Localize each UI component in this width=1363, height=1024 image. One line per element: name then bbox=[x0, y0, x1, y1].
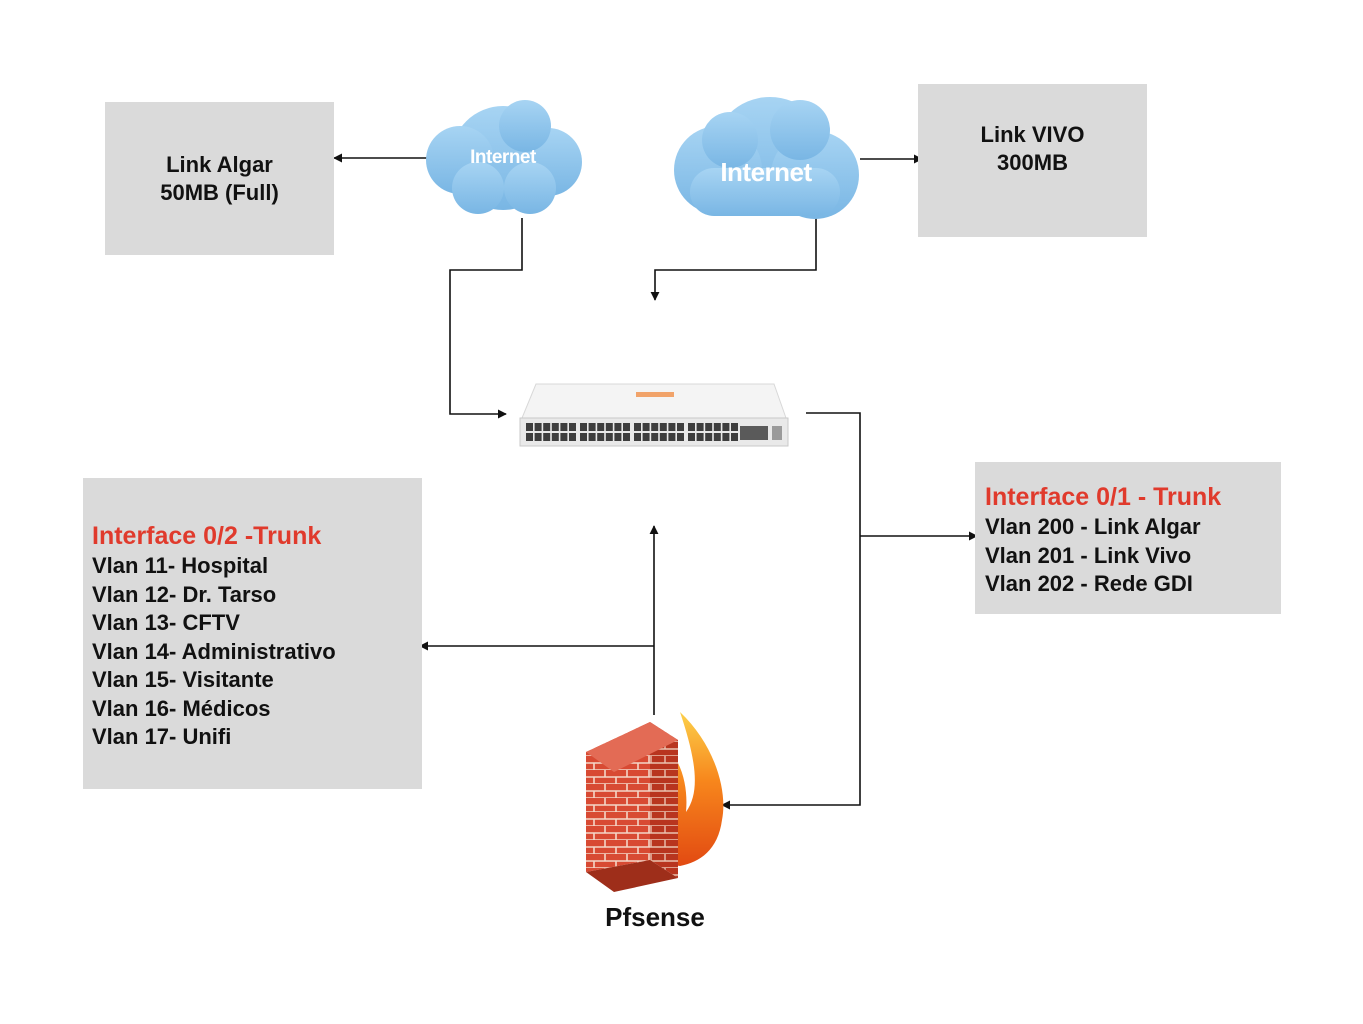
switch-port bbox=[634, 423, 641, 431]
switch-port bbox=[731, 423, 738, 431]
switch-port bbox=[605, 423, 613, 431]
switch-port bbox=[659, 423, 667, 431]
switch-port bbox=[526, 433, 533, 441]
switch-port bbox=[696, 433, 704, 441]
vlan-list-item: Vlan 200 - Link Algar bbox=[985, 514, 1201, 539]
switch-port bbox=[722, 423, 730, 431]
vlan-list-item: Vlan 13- CFTV bbox=[92, 610, 240, 635]
vlan-list-item: Vlan 201 - Link Vivo bbox=[985, 542, 1192, 568]
switch-port bbox=[597, 433, 605, 441]
switch-port bbox=[588, 423, 596, 431]
vlan-list-item: Vlan 16- Médicos bbox=[92, 695, 271, 721]
switch-port bbox=[713, 433, 721, 441]
connector-switch-to-pfsense bbox=[721, 412, 861, 810]
cloud-icon bbox=[426, 100, 582, 214]
switch-port bbox=[651, 433, 659, 441]
switch-port bbox=[668, 433, 676, 441]
vlan-list-item: Vlan 12- Dr. Tarso bbox=[92, 581, 277, 607]
switch-port bbox=[651, 423, 659, 431]
vlan-list-item: Vlan 14- Administrativo bbox=[92, 638, 336, 664]
switch-port bbox=[659, 433, 667, 441]
connectors bbox=[333, 153, 978, 810]
interface-02-box: Interface 0/2 -Trunk Vlan 11- Hospital V… bbox=[83, 478, 422, 789]
interface-01-heading: Interface 0/1 - Trunk bbox=[985, 483, 1222, 511]
link-vivo-name: Link VIVO bbox=[980, 121, 1085, 147]
link-vivo-speed: 300MB bbox=[997, 149, 1068, 175]
switch-port bbox=[642, 423, 650, 431]
switch-port bbox=[526, 423, 533, 431]
cloud-icon bbox=[674, 97, 859, 219]
switch-port bbox=[705, 433, 713, 441]
vlan-list-item: Vlan 17- Unifi bbox=[92, 724, 232, 749]
switch-port bbox=[569, 433, 576, 441]
switch-port bbox=[713, 423, 721, 431]
network-switch-icon bbox=[519, 383, 789, 447]
connector-cloud-to-switch bbox=[449, 218, 523, 419]
link-algar-name: Link Algar bbox=[166, 151, 273, 177]
cloud-label-right: Internet bbox=[720, 157, 812, 187]
switch-port bbox=[688, 433, 695, 441]
switch-port bbox=[560, 433, 568, 441]
switch-port bbox=[534, 423, 542, 431]
switch-port bbox=[543, 423, 551, 431]
switch-port bbox=[534, 433, 542, 441]
switch-port bbox=[580, 433, 587, 441]
switch-port bbox=[597, 423, 605, 431]
vlan-list-item: Vlan 202 - Rede GDI bbox=[985, 571, 1193, 596]
switch-port bbox=[634, 433, 641, 441]
link-vivo-box: Link VIVO 300MB bbox=[918, 84, 1147, 237]
switch-port bbox=[614, 423, 622, 431]
switch-port bbox=[623, 433, 630, 441]
cloud-label-left: Internet bbox=[470, 147, 536, 168]
link-algar-box: Link Algar 50MB (Full) bbox=[105, 102, 334, 255]
switch-port bbox=[580, 423, 587, 431]
switch-port bbox=[677, 433, 684, 441]
switch-port bbox=[623, 423, 630, 431]
firewall-icon bbox=[586, 712, 724, 892]
vlan-list-item: Vlan 15- Visitante bbox=[92, 667, 274, 692]
pfsense-label: Pfsense bbox=[605, 902, 705, 932]
switch-port bbox=[677, 423, 684, 431]
switch-port bbox=[688, 423, 695, 431]
switch-port bbox=[605, 433, 613, 441]
switch-port bbox=[543, 433, 551, 441]
switch-port bbox=[722, 433, 730, 441]
switch-port bbox=[642, 433, 650, 441]
switch-port bbox=[560, 423, 568, 431]
interface-01-box: Interface 0/1 - Trunk Vlan 200 - Link Al… bbox=[975, 462, 1281, 614]
switch-port bbox=[551, 433, 559, 441]
switch-port bbox=[696, 423, 704, 431]
interface-02-heading: Interface 0/2 -Trunk bbox=[92, 522, 322, 550]
vlan-list-item: Vlan 11- Hospital bbox=[92, 553, 269, 578]
switch-port bbox=[731, 433, 738, 441]
switch-port bbox=[588, 433, 596, 441]
switch-port bbox=[668, 423, 676, 431]
switch-port bbox=[705, 423, 713, 431]
switch-port bbox=[614, 433, 622, 441]
connector-cloud-down bbox=[650, 215, 817, 301]
link-algar-speed: 50MB (Full) bbox=[160, 179, 279, 205]
switch-port bbox=[569, 423, 576, 431]
switch-port bbox=[551, 423, 559, 431]
